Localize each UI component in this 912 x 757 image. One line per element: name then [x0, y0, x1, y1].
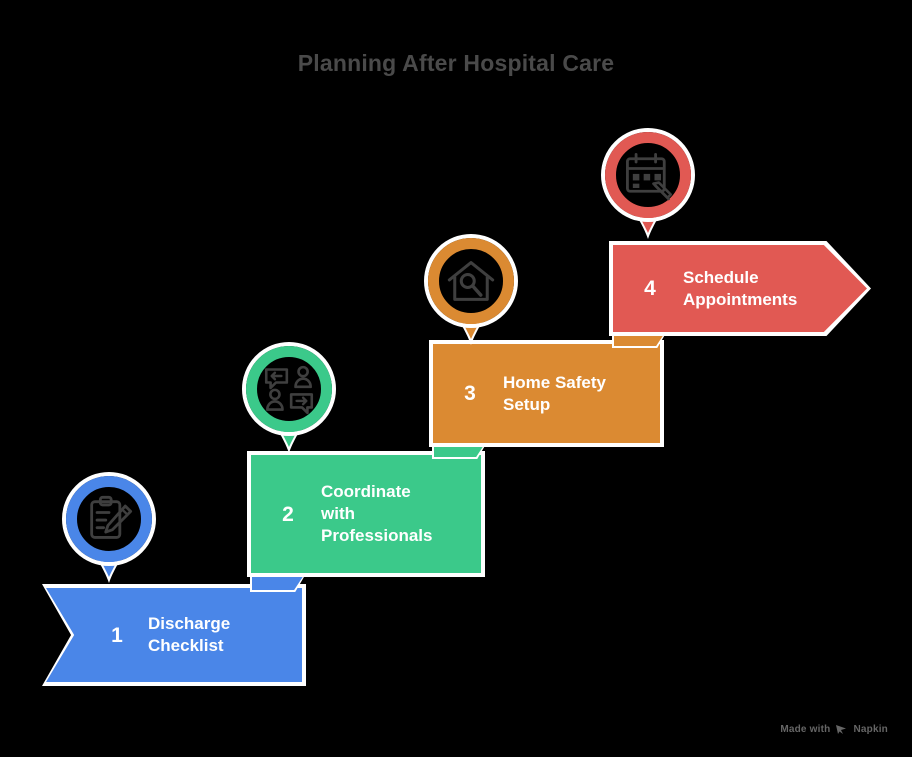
step-2[interactable]: 2 Coordinate with Professionals	[247, 451, 485, 577]
page-title: Planning After Hospital Care	[297, 50, 615, 76]
clipboard-pencil-icon	[90, 495, 133, 539]
step-1-content: 1 Discharge Checklist	[46, 588, 302, 682]
step-1[interactable]: 1 Discharge Checklist	[42, 584, 306, 686]
pin-ring-outer-1	[62, 472, 156, 566]
step-2-pin[interactable]	[242, 342, 336, 454]
watermark-prefix: Made with	[780, 724, 831, 735]
step-4-fill	[613, 245, 867, 332]
step-3-label: Home Safety Setup	[503, 372, 606, 414]
step-4-number: 4	[644, 277, 656, 300]
step-4[interactable]: 4 Schedule Appointments	[609, 241, 871, 336]
step-4-content: 4 Schedule Appointments	[613, 245, 867, 332]
step-1-label: Discharge Checklist	[148, 614, 231, 655]
step-1-fill	[46, 588, 302, 682]
watermark-brand: Napkin	[853, 724, 888, 735]
people-speech-bubbles-icon	[264, 365, 314, 415]
house-magnifier-icon	[447, 261, 495, 301]
step-3[interactable]: 3 Home Safety Setup	[429, 340, 664, 447]
step-3-content: 3 Home Safety Setup	[433, 344, 660, 443]
watermark: Made with Napkin	[780, 724, 888, 735]
step-2-label: Coordinate with Professionals	[321, 482, 433, 545]
pin-ring-outer-3	[424, 234, 518, 328]
pin-ring-inner-2	[246, 346, 332, 432]
step-3-fill	[433, 344, 660, 443]
napkin-logo-icon	[836, 725, 847, 734]
step-2-content: 2 Coordinate with Professionals	[251, 455, 481, 573]
pin-ring-inner-3	[428, 238, 514, 324]
step-1-number: 1	[111, 623, 123, 647]
pin-ring-outer-2	[242, 342, 336, 436]
step-2-number: 2	[282, 502, 294, 526]
pin-ring-outer-4	[601, 128, 695, 222]
step-3-number: 3	[464, 382, 476, 405]
step-1-pin[interactable]	[62, 472, 156, 584]
pin-ring-inner-1	[66, 476, 152, 562]
step-2-fill	[251, 455, 481, 573]
calendar-pen-icon	[626, 153, 673, 201]
step-4-pin[interactable]	[601, 128, 695, 240]
step-3-pin[interactable]	[424, 234, 518, 346]
step-4-label: Schedule Appointments	[683, 267, 798, 309]
